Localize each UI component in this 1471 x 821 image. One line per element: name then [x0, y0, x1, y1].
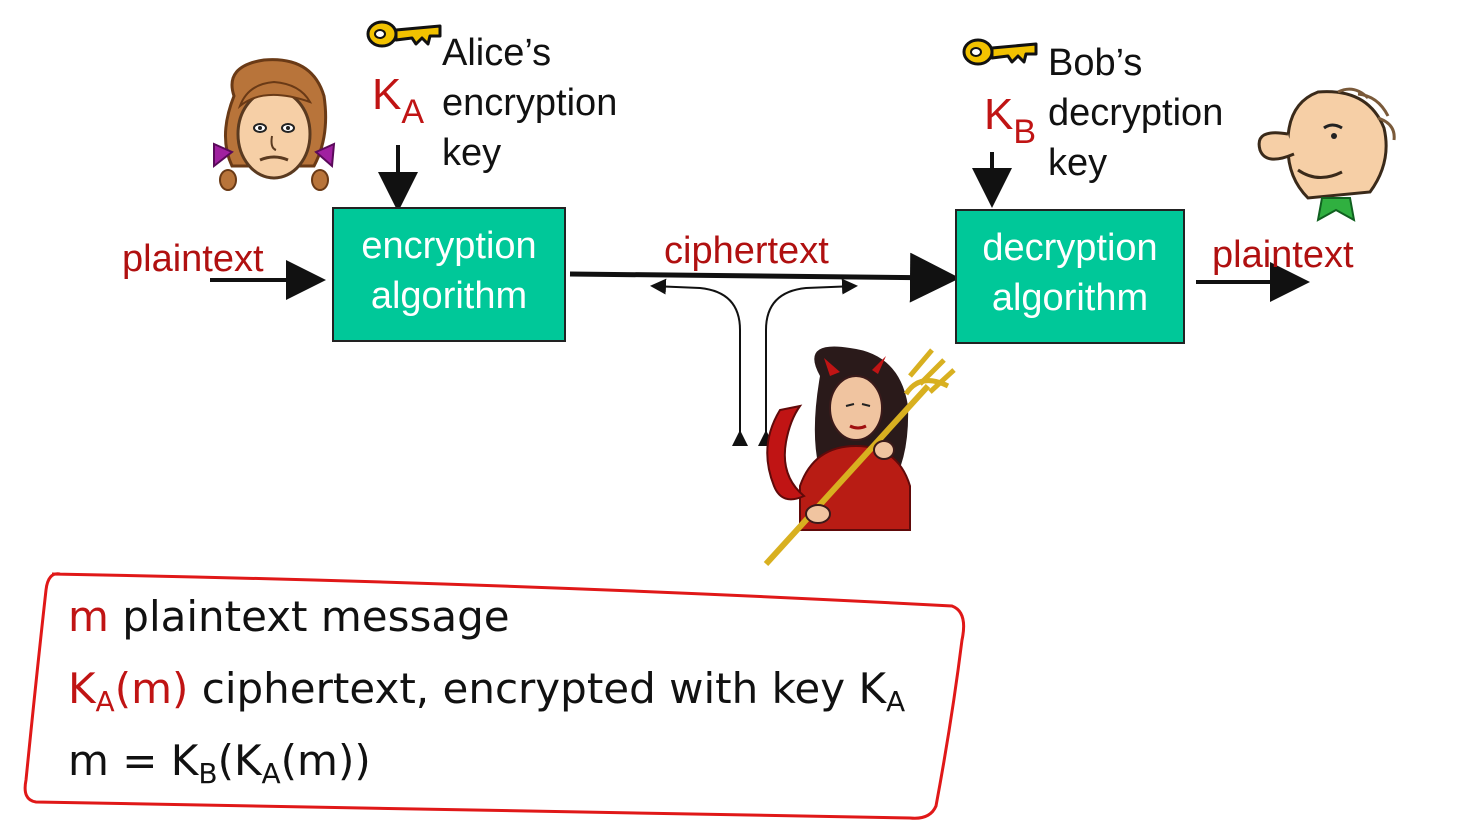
eavesdrop-right-curve: [758, 278, 858, 446]
legend-line-3: m = KB(KA(m)): [68, 736, 371, 790]
bob-key-label: Bob’s decryption key: [1048, 42, 1224, 184]
arrow-ciphertext: [569, 252, 960, 303]
decryption-algorithm-box: decryption algorithm: [955, 209, 1185, 344]
eavesdrop-left-curve: [650, 278, 748, 446]
ciphertext-label: ciphertext: [664, 230, 829, 272]
alice-key-label: Alice’s encryption key: [442, 32, 618, 174]
bob-icon: [1257, 87, 1396, 222]
encryption-algorithm-box: encryption algorithm: [332, 207, 566, 342]
alice-icon: [213, 58, 336, 191]
key-icon-bob: [962, 38, 1038, 66]
key-icon-alice: [366, 20, 442, 48]
legend-line-1: m plaintext message: [68, 592, 510, 641]
bob-key-symbol: KB: [984, 90, 1037, 151]
alice-key-symbol: KA: [372, 70, 425, 131]
legend-line-2: KA(m) ciphertext, encrypted with key KA: [68, 664, 906, 718]
legend-border: [23, 572, 966, 820]
plaintext-output-label: plaintext: [1212, 234, 1354, 276]
trudy-icon: [763, 346, 956, 567]
plaintext-input-label: plaintext: [122, 238, 264, 280]
